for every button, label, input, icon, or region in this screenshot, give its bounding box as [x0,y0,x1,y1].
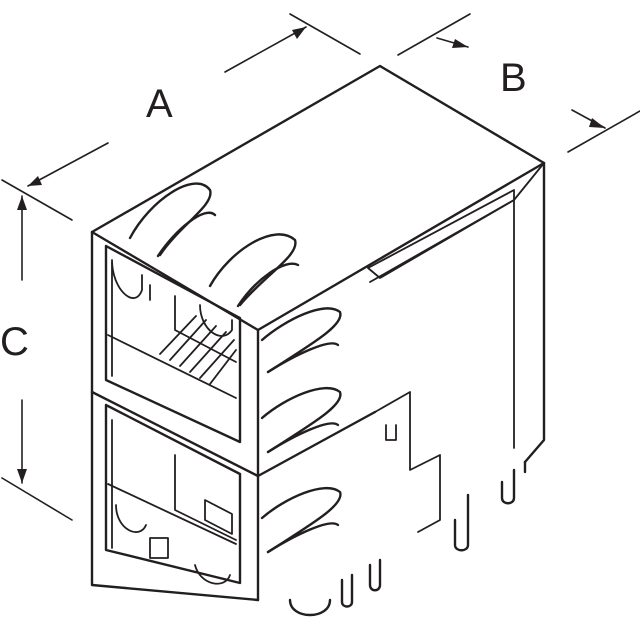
lower-port [104,403,242,585]
top-spring-clips [128,182,300,308]
side-panel [374,391,441,533]
dimension-a-label: A [146,82,173,126]
side-spring-clips [260,307,342,554]
dimension-b-label: B [500,56,527,100]
mounting-pins [288,460,527,617]
upper-port [104,244,242,444]
dimension-b-lines [397,13,640,153]
dimension-c-label: C [0,320,29,364]
dimension-a-lines [1,13,361,221]
dimension-c-lines [1,195,73,521]
